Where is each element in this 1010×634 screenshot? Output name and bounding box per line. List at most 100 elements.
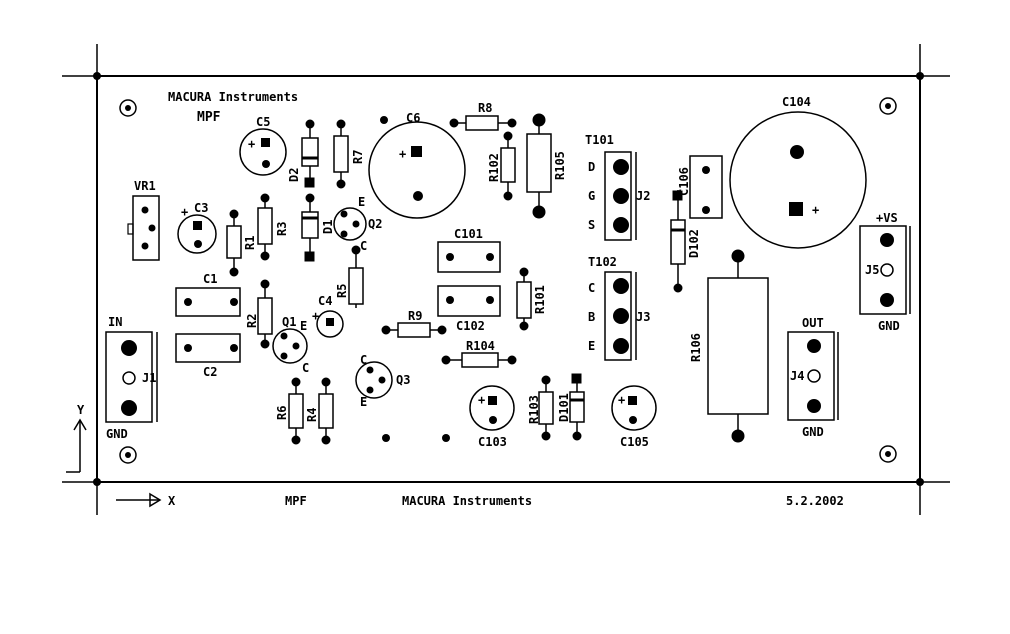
svg-text:VR1: VR1 bbox=[134, 179, 156, 193]
svg-text:+: + bbox=[248, 137, 255, 151]
svg-text:+: + bbox=[312, 309, 319, 323]
header-project: MPF bbox=[197, 110, 221, 125]
footer-project: MPF bbox=[285, 494, 307, 508]
header-company: MACURA Instruments bbox=[168, 90, 298, 104]
capacitor-c105: + C105 bbox=[611, 385, 657, 449]
svg-text:+: + bbox=[812, 203, 819, 217]
crop-marks bbox=[62, 44, 950, 515]
mounting-holes bbox=[119, 97, 897, 464]
svg-text:C1: C1 bbox=[203, 272, 217, 286]
diode-d102 bbox=[670, 190, 686, 293]
capacitor-c6: + C6 bbox=[368, 111, 466, 219]
capacitor-c5: + C5 bbox=[239, 115, 287, 176]
label-r2: R2 bbox=[245, 314, 259, 328]
diode-d101 bbox=[569, 373, 585, 441]
transistor-q2: E Q2 C bbox=[333, 195, 382, 253]
resistor-r6 bbox=[288, 377, 304, 445]
capacitor-c1: C1 bbox=[175, 272, 241, 317]
x-axis-marker bbox=[116, 492, 162, 508]
svg-text:S: S bbox=[588, 218, 595, 232]
svg-text:+VS: +VS bbox=[876, 211, 898, 225]
transistor-t101: T101 D G S J2 bbox=[585, 133, 650, 241]
connector-in-j1: IN J1 GND bbox=[105, 315, 158, 441]
svg-text:C106: C106 bbox=[677, 167, 691, 196]
svg-text:GND: GND bbox=[802, 425, 824, 439]
resistor-r9 bbox=[381, 322, 447, 338]
svg-text:C2: C2 bbox=[203, 365, 217, 379]
svg-text:J1: J1 bbox=[142, 371, 156, 385]
label-r106: R106 bbox=[689, 333, 703, 362]
capacitor-c102: C102 bbox=[437, 285, 501, 333]
svg-text:C: C bbox=[588, 281, 595, 295]
label-r101: R101 bbox=[533, 285, 547, 314]
resistor-r103 bbox=[538, 375, 554, 441]
capacitor-c2: C2 bbox=[175, 333, 241, 379]
label-d1: D1 bbox=[321, 220, 335, 234]
transistor-t102: T102 C B E J3 bbox=[588, 255, 650, 361]
svg-text:+: + bbox=[181, 205, 188, 219]
svg-text:+: + bbox=[399, 147, 406, 161]
svg-text:T102: T102 bbox=[588, 255, 617, 269]
trimmer-vr1: VR1 bbox=[127, 179, 160, 261]
label-d2: D2 bbox=[287, 168, 301, 182]
resistor-r106 bbox=[707, 249, 769, 443]
x-axis-label: X bbox=[168, 494, 176, 508]
label-c6: C6 bbox=[406, 111, 420, 125]
capacitor-c104: + C104 bbox=[729, 95, 867, 249]
svg-text:Q2: Q2 bbox=[368, 217, 382, 231]
diode-d2 bbox=[301, 119, 319, 188]
resistor-r4 bbox=[318, 377, 334, 445]
svg-text:GND: GND bbox=[878, 319, 900, 333]
svg-text:E: E bbox=[588, 339, 595, 353]
label-r1: R1 bbox=[243, 236, 257, 250]
label-j3: J3 bbox=[636, 310, 650, 324]
connector-vs-j5: +VS J5 GND bbox=[859, 211, 911, 333]
svg-text:Q3: Q3 bbox=[396, 373, 410, 387]
svg-text:G: G bbox=[588, 189, 595, 203]
svg-text:E: E bbox=[360, 395, 367, 409]
label-d102: D102 bbox=[687, 229, 701, 258]
resistor-r2 bbox=[257, 279, 273, 349]
label-c5: C5 bbox=[256, 115, 270, 129]
label-r8: R8 bbox=[478, 101, 492, 115]
svg-text:C: C bbox=[360, 239, 367, 253]
label-j2: J2 bbox=[636, 189, 650, 203]
footer-company: MACURA Instruments bbox=[402, 494, 532, 508]
resistor-r102 bbox=[500, 131, 516, 201]
capacitor-c4: + C4 bbox=[312, 294, 344, 338]
resistor-r7 bbox=[333, 119, 349, 189]
svg-text:C101: C101 bbox=[454, 227, 483, 241]
svg-text:B: B bbox=[588, 310, 595, 324]
resistor-r101 bbox=[516, 267, 532, 331]
svg-text:GND: GND bbox=[106, 427, 128, 441]
svg-text:C: C bbox=[360, 353, 367, 367]
label-c3: C3 bbox=[194, 201, 208, 215]
label-r6: R6 bbox=[275, 406, 289, 420]
capacitor-c101: C101 bbox=[437, 227, 501, 273]
svg-text:Q1: Q1 bbox=[282, 315, 296, 329]
connector-out-j4: OUT J4 GND bbox=[787, 316, 839, 439]
svg-text:C: C bbox=[302, 361, 309, 375]
label-c105: C105 bbox=[620, 435, 649, 449]
svg-text:T101: T101 bbox=[585, 133, 614, 147]
resistor-r104 bbox=[441, 352, 517, 368]
capacitor-c103: + C103 bbox=[469, 385, 515, 449]
corner-marks bbox=[93, 72, 924, 486]
resistor-r1 bbox=[226, 209, 242, 277]
label-r3: R3 bbox=[275, 222, 289, 236]
label-r105: R105 bbox=[553, 151, 567, 180]
y-axis-marker bbox=[66, 418, 87, 473]
resistor-r8 bbox=[449, 115, 517, 131]
label-c104: C104 bbox=[782, 95, 811, 109]
label-r4: R4 bbox=[305, 408, 319, 422]
svg-text:D: D bbox=[588, 160, 595, 174]
svg-text:+: + bbox=[618, 393, 625, 407]
resistor-r5 bbox=[348, 245, 364, 308]
footer-date: 5.2.2002 bbox=[786, 494, 844, 508]
transistor-q3: C Q3 E bbox=[355, 353, 410, 409]
capacitor-c106: C106 bbox=[677, 155, 723, 219]
label-r102: R102 bbox=[487, 153, 501, 182]
label-c4: C4 bbox=[318, 294, 332, 308]
y-axis-label: Y bbox=[77, 403, 85, 417]
svg-text:IN: IN bbox=[108, 315, 122, 329]
